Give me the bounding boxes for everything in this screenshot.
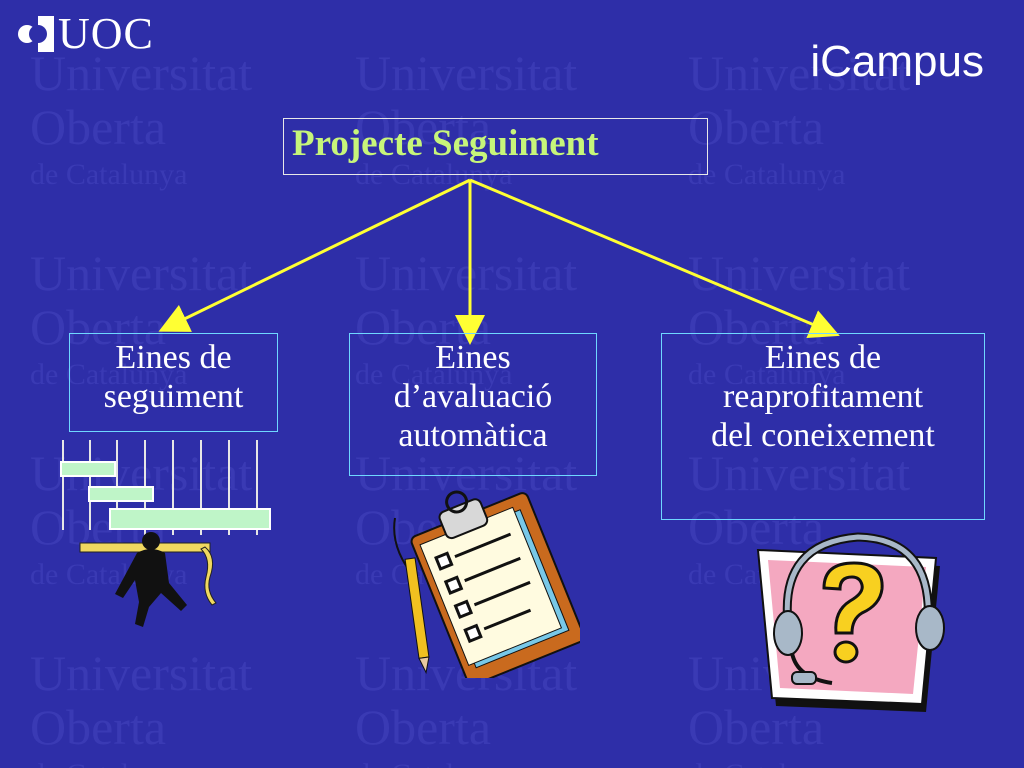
node-line: d’avaluació — [393, 378, 553, 415]
node-line: del coneixement — [711, 417, 935, 454]
app-title: iCampus — [810, 37, 984, 86]
child-node-reaprofitament: Eines de reaprofitament del coneixement — [661, 333, 985, 520]
node-line: Eines de — [115, 339, 232, 376]
node-line: Eines de — [764, 339, 882, 376]
connector-left — [158, 178, 471, 332]
clipboard-checklist-icon — [393, 490, 580, 678]
child-node-seguiment: Eines de seguiment — [69, 333, 278, 432]
gantt-chart-person-icon — [60, 440, 271, 627]
node-line: seguiment — [103, 378, 244, 415]
uoc-logo: UOC — [14, 12, 154, 56]
node-line: Eines — [435, 339, 511, 376]
root-node: Projecte Seguiment — [283, 118, 708, 175]
headset-question-icon — [756, 532, 945, 712]
node-line: reaprofitament — [722, 378, 924, 415]
logo-mark-icon — [18, 16, 54, 52]
child-node-avaluacio: Eines d’avaluació automàtica — [349, 333, 597, 476]
node-line: automàtica — [398, 417, 548, 454]
logo-text: UOC — [58, 9, 154, 58]
connector-right — [469, 178, 840, 338]
